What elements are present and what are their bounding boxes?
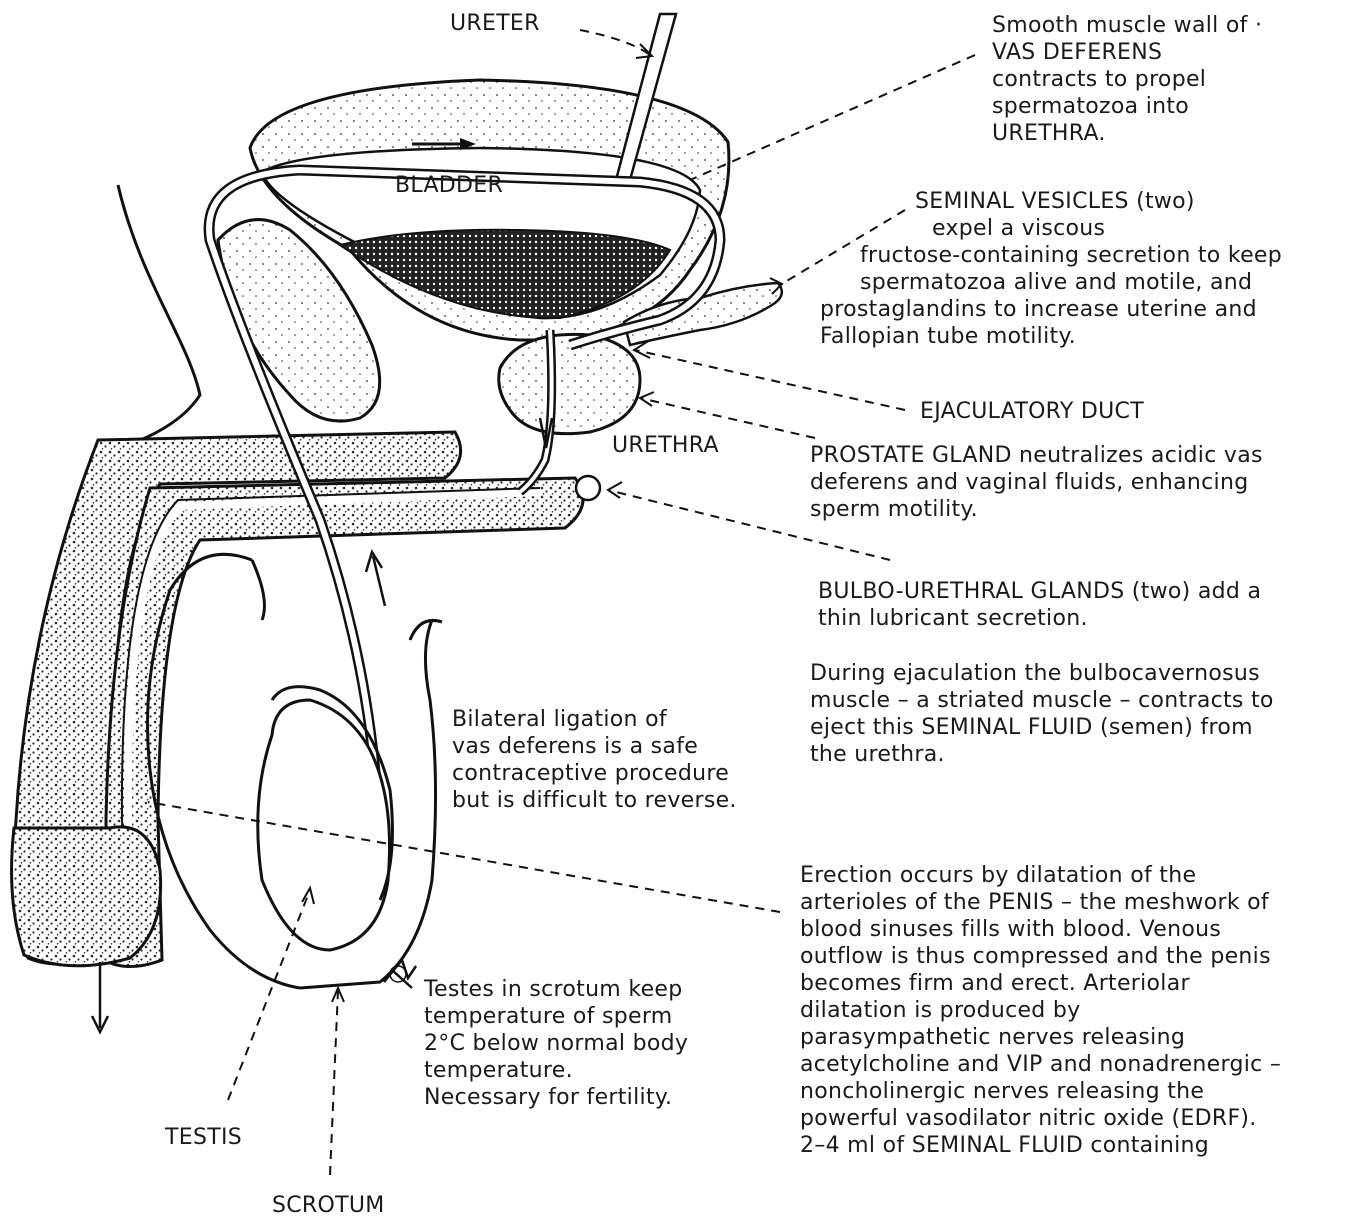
label-urethra: URETHRA xyxy=(612,432,719,459)
annotation-line: muscle – a striated muscle – contracts t… xyxy=(810,687,1274,714)
annotation-line: deferens and vaginal fluids, enhancing xyxy=(810,469,1263,496)
annotation-line: spermatozoa alive and motile, and xyxy=(860,269,1282,296)
annotation-line: Smooth muscle wall of · xyxy=(992,12,1262,39)
annotation-line: Erection occurs by dilatation of the xyxy=(800,862,1281,889)
label-scrotum: SCROTUM xyxy=(272,1192,385,1219)
annotation-line: Testes in scrotum keep xyxy=(424,976,688,1003)
leader-vas-deferens xyxy=(690,55,975,180)
annotation-line: temperature of sperm xyxy=(424,1003,688,1030)
annotation-line: outflow is thus compressed and the penis xyxy=(800,943,1281,970)
leader-ureter xyxy=(580,30,650,55)
annotation-line: contracts to propel xyxy=(992,66,1262,93)
leader-erection xyxy=(148,802,780,912)
erection-annotation: Erection occurs by dilatation of the art… xyxy=(800,862,1281,1159)
bulbo-urethral-gland xyxy=(576,476,600,500)
annotation-line: contraceptive procedure xyxy=(452,760,737,787)
annotation-line: Bilateral ligation of xyxy=(452,706,737,733)
bulbo-urethral-annotation: BULBO-URETHRAL GLANDS (two) add a thin l… xyxy=(818,578,1261,632)
annotation-line: acetylcholine and VIP and nonadrenergic … xyxy=(800,1051,1281,1078)
label-ureter: URETER xyxy=(450,10,540,37)
label-bladder: BLADDER xyxy=(395,172,503,199)
body-outline xyxy=(110,185,200,450)
annotation-line: parasympathetic nerves releasing xyxy=(800,1024,1281,1051)
annotation-line: but is difficult to reverse. xyxy=(452,787,737,814)
annotation-line: prostaglandins to increase uterine and xyxy=(820,296,1282,323)
annotation-line: During ejaculation the bulbocavernosus xyxy=(810,660,1274,687)
ejaculation-annotation: During ejaculation the bulbocavernosus m… xyxy=(810,660,1274,768)
annotation-line: expel a viscous xyxy=(932,215,1282,242)
annotation-line: 2–4 ml of SEMINAL FLUID containing xyxy=(800,1132,1281,1159)
annotation-line: thin lubricant secretion. xyxy=(818,605,1261,632)
annotation-line: becomes firm and erect. Arteriolar xyxy=(800,970,1281,997)
label-ejaculatory-duct: EJACULATORY DUCT xyxy=(920,398,1144,425)
annotation-line: PROSTATE GLAND neutralizes acidic vas xyxy=(810,442,1263,469)
prostate xyxy=(499,334,640,433)
testes-temperature-annotation: Testes in scrotum keep temperature of sp… xyxy=(424,976,688,1111)
annotation-line: dilatation is produced by xyxy=(800,997,1281,1024)
annotation-line: fructose-containing secretion to keep xyxy=(860,242,1282,269)
leader-ejaculatory-duct xyxy=(635,350,905,410)
annotation-line: 2°C below normal body xyxy=(424,1030,688,1057)
annotation-line: VAS DEFERENS xyxy=(992,39,1262,66)
seminal-vesicles-annotation: SEMINAL VESICLES (two) expel a viscous f… xyxy=(810,188,1282,350)
annotation-line: temperature. xyxy=(424,1057,688,1084)
annotation-line: spermatozoa into xyxy=(992,93,1262,120)
annotation-line: Fallopian tube motility. xyxy=(820,323,1282,350)
vas-deferens-annotation: Smooth muscle wall of · VAS DEFERENS con… xyxy=(992,12,1262,147)
annotation-line: blood sinuses fills with blood. Venous xyxy=(800,916,1281,943)
annotation-line: the urethra. xyxy=(810,741,1274,768)
annotation-line: SEMINAL VESICLES (two) xyxy=(915,188,1282,215)
annotation-line: BULBO-URETHRAL GLANDS (two) add a xyxy=(818,578,1261,605)
annotation-line: Necessary for fertility. xyxy=(424,1084,688,1111)
prostate-annotation: PROSTATE GLAND neutralizes acidic vas de… xyxy=(810,442,1263,523)
leader-scrotum xyxy=(330,990,338,1175)
annotation-line: powerful vasodilator nitric oxide (EDRF)… xyxy=(800,1105,1281,1132)
ligation-annotation: Bilateral ligation of vas deferens is a … xyxy=(452,706,737,814)
annotation-line: URETHRA. xyxy=(992,120,1262,147)
annotation-line: arterioles of the PENIS – the meshwork o… xyxy=(800,889,1281,916)
annotation-line: vas deferens is a safe xyxy=(452,733,737,760)
glans xyxy=(12,827,161,966)
annotation-line: noncholinergic nerves releasing the xyxy=(800,1078,1281,1105)
annotation-line: eject this SEMINAL FLUID (semen) from xyxy=(810,714,1274,741)
annotation-line: sperm motility. xyxy=(810,496,1263,523)
label-testis: TESTIS xyxy=(165,1124,242,1151)
